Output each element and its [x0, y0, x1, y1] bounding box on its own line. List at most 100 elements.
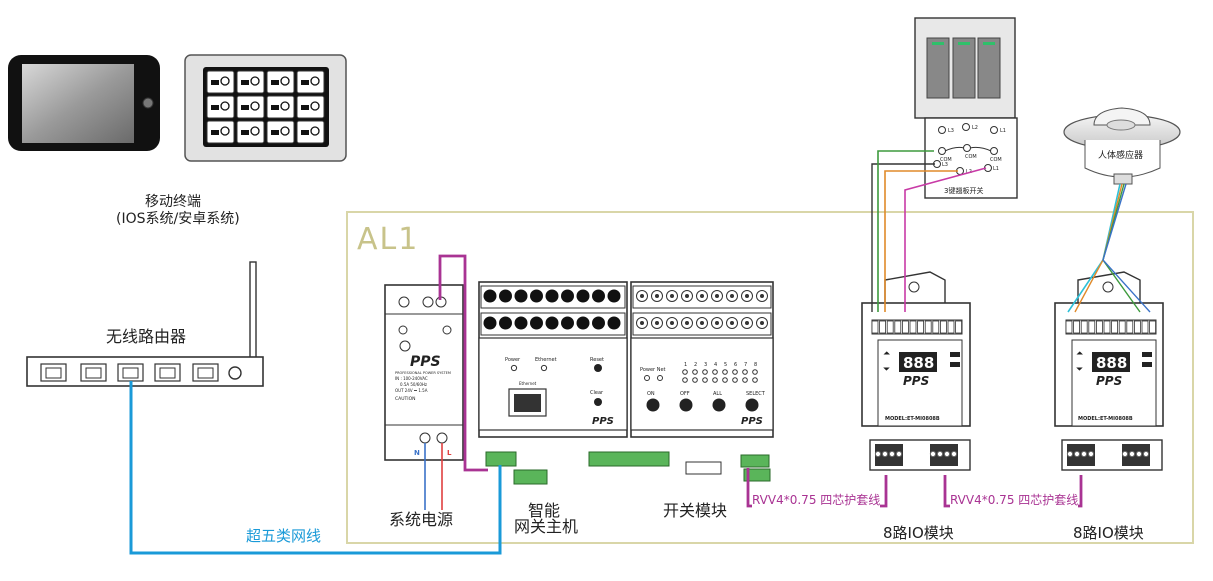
- touch-panel-key-glyph: [280, 76, 290, 86]
- ws-com-3: COM: [990, 157, 1002, 163]
- io-terminal: [1073, 320, 1080, 334]
- ws-com-2: COM: [965, 154, 977, 160]
- psu-n: N: [414, 449, 420, 457]
- io-terminal: [1134, 320, 1141, 334]
- gateway-terminal: [592, 316, 605, 330]
- io-terminal: [909, 320, 917, 334]
- switch-button: [646, 398, 660, 412]
- gw-clear-label: Clear: [590, 390, 604, 396]
- touch-panel-key-icon: [241, 80, 249, 85]
- gateway-terminal: [607, 289, 621, 303]
- al1-panel-border: [346, 211, 1194, 544]
- touch-panel-key-glyph: [220, 126, 230, 136]
- switch-button: [712, 398, 726, 412]
- touch-panel-key-glyph: [310, 76, 320, 86]
- switch-channel-number: 4: [714, 362, 717, 368]
- io-bottom-terminal: [1087, 450, 1095, 458]
- touch-panel-key-icon: [301, 105, 309, 110]
- io-terminal: [1141, 320, 1149, 334]
- touch-panel-key-glyph: [250, 76, 260, 86]
- io2-arrow-down: ⏷: [1075, 365, 1083, 375]
- ws-term-top-l3: L3: [948, 128, 954, 134]
- psu-caution: CAUTION: [395, 396, 416, 402]
- io-module-1-icon: ⏶ ⏷ 888 PPS MODEL:ET-MI0808B: [861, 271, 971, 471]
- switch-terminal-screw: [715, 321, 719, 325]
- rvv-cable-2-label: RVV4*0.75 四芯护套线: [950, 491, 1079, 508]
- touch-panel-keys: [206, 70, 325, 144]
- switch-channel-number: 5: [724, 362, 727, 368]
- switch-button-label: ALL: [713, 391, 722, 397]
- switch-terminal-screw: [730, 294, 734, 298]
- switch-channel-led: [732, 377, 738, 383]
- psu-spec-1: PROFESSIONAL POWER SYSTEM: [395, 371, 451, 375]
- io-bottom-terminal: [943, 450, 951, 458]
- sw-power-net-label: Power Net: [640, 367, 666, 373]
- switch-button-label: OFF: [680, 391, 690, 397]
- gw-port-label: Ethernet: [519, 381, 537, 386]
- touch-panel-key-glyph: [220, 76, 230, 86]
- gateway-terminal: [483, 289, 497, 303]
- psu-l: L: [447, 449, 452, 457]
- io1-arrow-up: ⏶: [883, 349, 891, 359]
- switch-channel-number: 2: [694, 362, 697, 368]
- switch-terminal-screw: [700, 321, 704, 325]
- io2-model: MODEL:ET-MI0808B: [1078, 416, 1133, 422]
- touch-panel-key-glyph: [280, 126, 290, 136]
- io-terminal: [902, 320, 909, 334]
- io-terminal: [1088, 320, 1096, 334]
- router-icon: [26, 261, 264, 387]
- switch-channel-led: [752, 377, 758, 383]
- switch-button-label: ON: [647, 391, 655, 397]
- tablet-icon: [8, 55, 160, 151]
- touch-panel-key-icon: [211, 80, 219, 85]
- switch-terminal-screw: [640, 294, 644, 298]
- io-terminal: [871, 320, 879, 334]
- switch-terminal-screw: [745, 294, 749, 298]
- io-terminal: [940, 320, 947, 334]
- gateway-terminal: [576, 316, 590, 330]
- rvv-cable-1-label: RVV4*0.75 四芯护套线: [752, 491, 881, 508]
- gateway-terminal: [499, 289, 512, 303]
- gateway-icon: Power Ethernet Reset Ethernet Clear PPS: [478, 281, 628, 485]
- switch-button: [745, 398, 759, 412]
- switch-button-label: SELECT: [746, 391, 766, 397]
- gateway-label-1: 智能: [528, 501, 561, 520]
- io2-display: 888: [1096, 354, 1127, 372]
- switch-channel-led: [702, 377, 708, 383]
- io-bottom-terminal: [1121, 450, 1129, 458]
- touch-panel-key-icon: [241, 130, 249, 135]
- touch-panel-icon: [184, 54, 347, 162]
- io-bottom-terminal: [1128, 450, 1136, 458]
- touch-panel-key-icon: [271, 130, 279, 135]
- io-bottom-terminal: [936, 450, 944, 458]
- switch-channel-led: [692, 369, 698, 375]
- switch-terminal-screw: [745, 321, 749, 325]
- psu-spec-3: 0.5A 50/60Hz: [400, 382, 427, 387]
- io-bottom-terminal: [874, 450, 882, 458]
- ws-com-1: COM: [940, 157, 952, 163]
- io-terminal: [1149, 320, 1156, 334]
- gateway-terminal: [545, 289, 559, 303]
- gw-reset-label: Reset: [590, 357, 604, 363]
- switch-terminal-screw: [715, 294, 719, 298]
- psu-spec-2: IN : 100-240VAC: [395, 376, 428, 381]
- switch-terminal-screw: [670, 321, 674, 325]
- io-bottom-terminal: [950, 450, 958, 458]
- switch-terminal-screw: [670, 294, 674, 298]
- switch-channel-led: [702, 369, 708, 375]
- ws-term-bot-l3: L3: [942, 162, 948, 168]
- switch-terminal-screw: [640, 321, 644, 325]
- gateway-terminal: [530, 289, 543, 303]
- gateway-terminal: [592, 289, 605, 303]
- io-bottom-terminal: [881, 450, 889, 458]
- io-terminal: [1126, 320, 1134, 334]
- io-terminal: [924, 320, 932, 334]
- io2-brand: PPS: [1096, 374, 1122, 388]
- switch-channel-led: [682, 369, 688, 375]
- io-terminal: [894, 320, 902, 334]
- io-module-1-label: 8路IO模块: [883, 524, 954, 542]
- switch-terminal-screw: [655, 294, 659, 298]
- switch-terminal-screw: [730, 321, 734, 325]
- touch-panel-key-icon: [301, 130, 309, 135]
- gateway-terminal: [499, 316, 512, 330]
